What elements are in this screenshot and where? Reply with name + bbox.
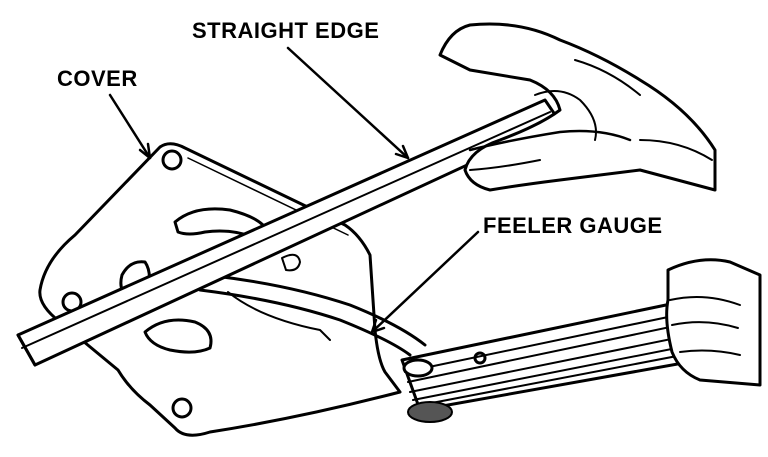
- feeler-gauge-arrowhead: [370, 318, 386, 334]
- feeler-gauge-pivot: [402, 358, 434, 378]
- leader-arrows: [108, 46, 480, 334]
- cover-leader: [108, 93, 152, 160]
- upper-hand: [438, 22, 717, 192]
- cover-arrowhead: [138, 142, 152, 160]
- cover-slot-lower: [143, 318, 213, 354]
- lower-hand: [665, 258, 762, 387]
- cover-plate: [38, 142, 402, 437]
- feeler-gauge-label: FEELER GAUGE: [483, 213, 663, 238]
- feeler-gauge-thumbnut: [407, 401, 453, 423]
- cover-hole-top: [161, 149, 183, 171]
- feeler-gauge-handle: [400, 298, 702, 423]
- feeler-gauge-rivet: [473, 351, 487, 365]
- straight-edge-arrowhead: [394, 144, 410, 160]
- straight-edge-label: STRAIGHT EDGE: [192, 18, 380, 43]
- cover-label: COVER: [57, 66, 138, 91]
- feeler-gauge-leader: [370, 230, 480, 334]
- cover-hole-bottom: [171, 397, 193, 419]
- feeler-gauge-blade: [198, 274, 427, 357]
- straight-edge-leader: [286, 46, 410, 160]
